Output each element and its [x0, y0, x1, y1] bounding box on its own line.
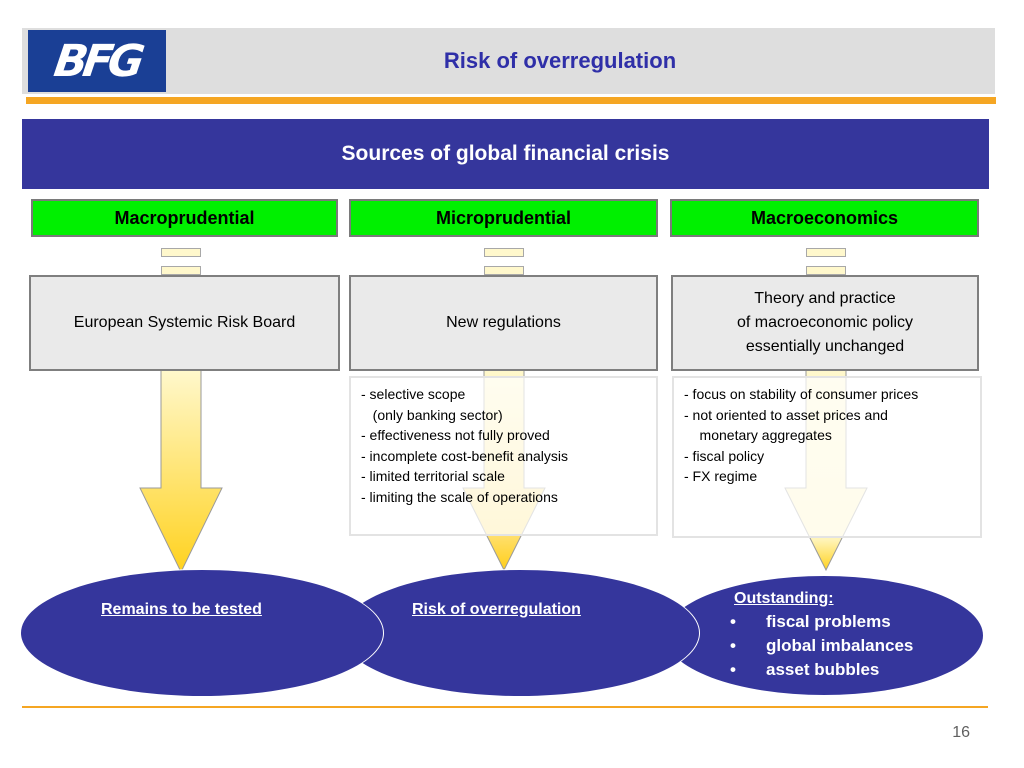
connector-right-top	[806, 248, 846, 257]
category-microprudential: Microprudential	[349, 199, 658, 237]
oval-remains-to-be-tested	[20, 569, 384, 697]
list-item: - effectiveness not fully proved	[361, 427, 550, 443]
page-title: Risk of overregulation	[443, 48, 677, 73]
list-item: - focus on stability of consumer prices	[684, 386, 919, 402]
connector-right-bottom	[806, 266, 846, 275]
outcome-label-left: Remains to be tested	[101, 601, 262, 618]
list-item: (only banking sector)	[361, 406, 503, 423]
oval-risk-of-overregulation	[340, 569, 700, 697]
outcome-label-middle: Risk of overregulation	[412, 601, 581, 618]
header-divider	[26, 97, 996, 104]
arrow-down-left	[139, 369, 223, 574]
bullet-glyph: •	[730, 636, 736, 655]
outstanding-item-text: fiscal problems	[766, 612, 891, 631]
connector-middle-top	[484, 248, 524, 257]
connector-left-bottom	[161, 266, 201, 275]
box-macroeconomic-policy: Theory and practice of macroeconomic pol…	[671, 275, 979, 371]
category-macroprudential: Macroprudential	[31, 199, 338, 237]
micro-weaknesses-list: - selective scope (only banking sector) …	[349, 376, 658, 536]
bfg-logo: BFG	[28, 30, 166, 92]
outstanding-item: • asset bubbles	[730, 660, 879, 680]
list-item: - FX regime	[684, 468, 758, 484]
list-item: - incomplete cost-benefit analysis	[361, 447, 568, 464]
list-item: monetary aggregates	[684, 427, 832, 443]
box-european-systemic-risk-board: European Systemic Risk Board	[29, 275, 340, 371]
box-text-line: Theory and practice	[754, 290, 896, 307]
category-label: Macroeconomics	[750, 207, 899, 228]
category-label: Microprudential	[435, 207, 571, 228]
category-macroeconomics: Macroeconomics	[670, 199, 979, 237]
oval-outstanding	[664, 575, 984, 696]
connector-left-top	[161, 248, 201, 257]
box-text-line: of macroeconomic policy	[736, 314, 914, 331]
list-item: - limited territorial scale	[361, 468, 505, 484]
outstanding-item-text: global imbalances	[766, 636, 914, 655]
box-new-regulations: New regulations	[349, 275, 658, 371]
box-text: European Systemic Risk Board	[73, 314, 296, 331]
outstanding-heading: Outstanding:	[734, 590, 834, 607]
banner-sources-of-crisis: Sources of global financial crisis	[22, 119, 989, 189]
list-item: - not oriented to asset prices and	[684, 406, 888, 423]
list-item: - selective scope	[361, 386, 466, 402]
box-text: New regulations	[446, 314, 561, 331]
category-label: Macroprudential	[114, 207, 255, 228]
header-bar	[22, 28, 995, 94]
macro-weaknesses-list: - focus on stability of consumer prices …	[672, 376, 982, 538]
footer-divider	[22, 706, 988, 708]
box-text-line: essentially unchanged	[745, 338, 905, 355]
list-item: - limiting the scale of operations	[361, 488, 558, 505]
list-item: - fiscal policy	[684, 447, 765, 464]
banner-text: Sources of global financial crisis	[341, 142, 670, 165]
outstanding-item: • global imbalances	[730, 636, 913, 656]
page-number: 16	[952, 724, 970, 741]
connector-middle-bottom	[484, 266, 524, 275]
bullet-glyph: •	[730, 660, 736, 679]
bullet-glyph: •	[730, 612, 736, 631]
outstanding-item: • fiscal problems	[730, 612, 891, 632]
outstanding-item-text: asset bubbles	[766, 660, 880, 679]
